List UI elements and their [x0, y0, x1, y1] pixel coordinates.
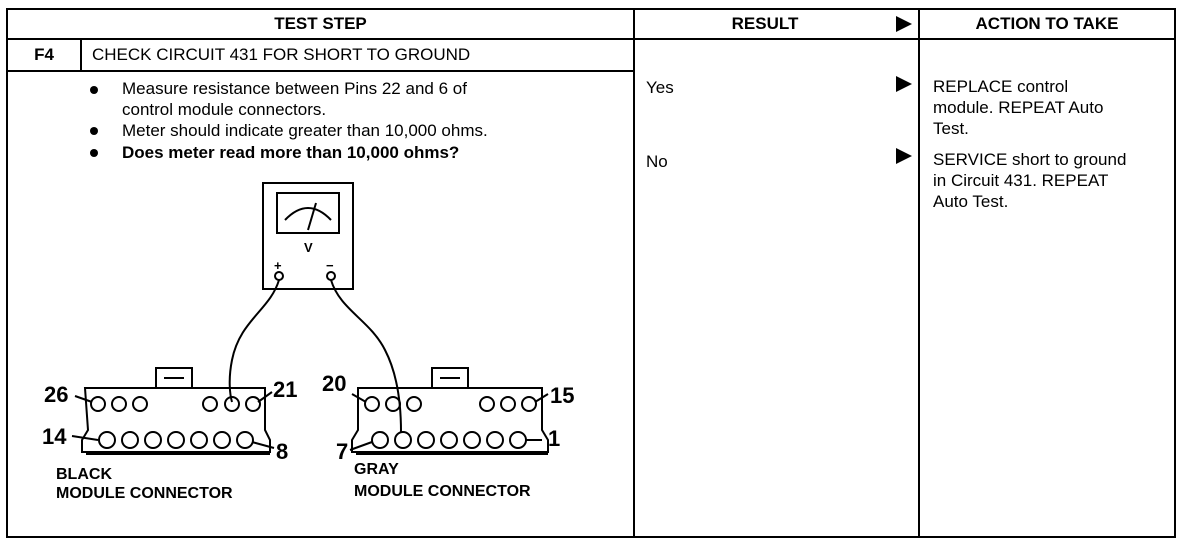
gray-caption-1: GRAY	[354, 461, 399, 478]
action-no-line-2: in Circuit 431. REPEAT	[933, 171, 1109, 190]
action-yes-line-2: module. REPEAT Auto	[933, 98, 1104, 117]
meter-unit: V	[304, 240, 313, 255]
bullet-3-line-1: Does meter read more than 10,000 ohms?	[122, 143, 460, 162]
step-id: F4	[34, 45, 54, 64]
bullet-1-line-2: control module connectors.	[122, 100, 327, 119]
action-yes-line-3: Test.	[933, 119, 969, 138]
step-title-divider	[8, 70, 633, 72]
meter-plus: +	[274, 258, 282, 273]
meter-minus: −	[326, 258, 334, 273]
positive-lead	[228, 279, 280, 403]
header-result: RESULT	[731, 14, 799, 33]
black-pin-26: 26	[44, 382, 68, 407]
column-divider	[633, 10, 635, 536]
arrow-icon	[896, 148, 912, 164]
action-no-line-1: SERVICE short to ground	[933, 150, 1127, 169]
arrow-icon	[896, 16, 912, 32]
header-divider	[8, 38, 1174, 40]
gray-connector	[351, 387, 549, 453]
bullet-2-line-1: Meter should indicate greater than 10,00…	[122, 121, 488, 140]
bullet-icon	[90, 149, 98, 157]
result-no: No	[646, 152, 668, 171]
bullet-1-line-1: Measure resistance between Pins 22 and 6…	[122, 79, 467, 98]
black-pin-8: 8	[276, 439, 288, 464]
action-yes-line-1: REPLACE control	[933, 77, 1069, 96]
arrow-icon	[896, 76, 912, 92]
bullet-icon	[90, 86, 98, 94]
meter-negative-terminal	[326, 271, 336, 281]
header-action: ACTION TO TAKE	[975, 14, 1119, 33]
gray-pin-1: 1	[548, 426, 560, 451]
gray-caption-2: MODULE CONNECTOR	[354, 483, 531, 500]
bullet-icon	[90, 127, 98, 135]
black-pin-14: 14	[42, 424, 67, 449]
black-pin-21: 21	[273, 377, 297, 402]
black-caption-1: BLACK	[56, 466, 112, 483]
meter-positive-terminal	[274, 271, 284, 281]
meter-dial	[276, 192, 340, 234]
action-no-line-3: Auto Test.	[933, 192, 1009, 211]
step-id-divider	[80, 38, 82, 70]
black-caption-2: MODULE CONNECTOR	[56, 485, 233, 502]
voltmeter	[262, 182, 354, 290]
gray-pin-7: 7	[336, 439, 348, 464]
result-yes: Yes	[646, 78, 674, 97]
step-title: CHECK CIRCUIT 431 FOR SHORT TO GROUND	[92, 45, 471, 64]
gray-pin-20: 20	[322, 371, 346, 396]
gray-pin-15: 15	[550, 383, 574, 408]
black-connector	[81, 387, 271, 453]
test-step-table: TEST STEP RESULT ACTION TO TAKE F4 CHECK…	[6, 8, 1176, 538]
column-divider	[918, 10, 920, 536]
header-test-step: TEST STEP	[274, 14, 367, 33]
